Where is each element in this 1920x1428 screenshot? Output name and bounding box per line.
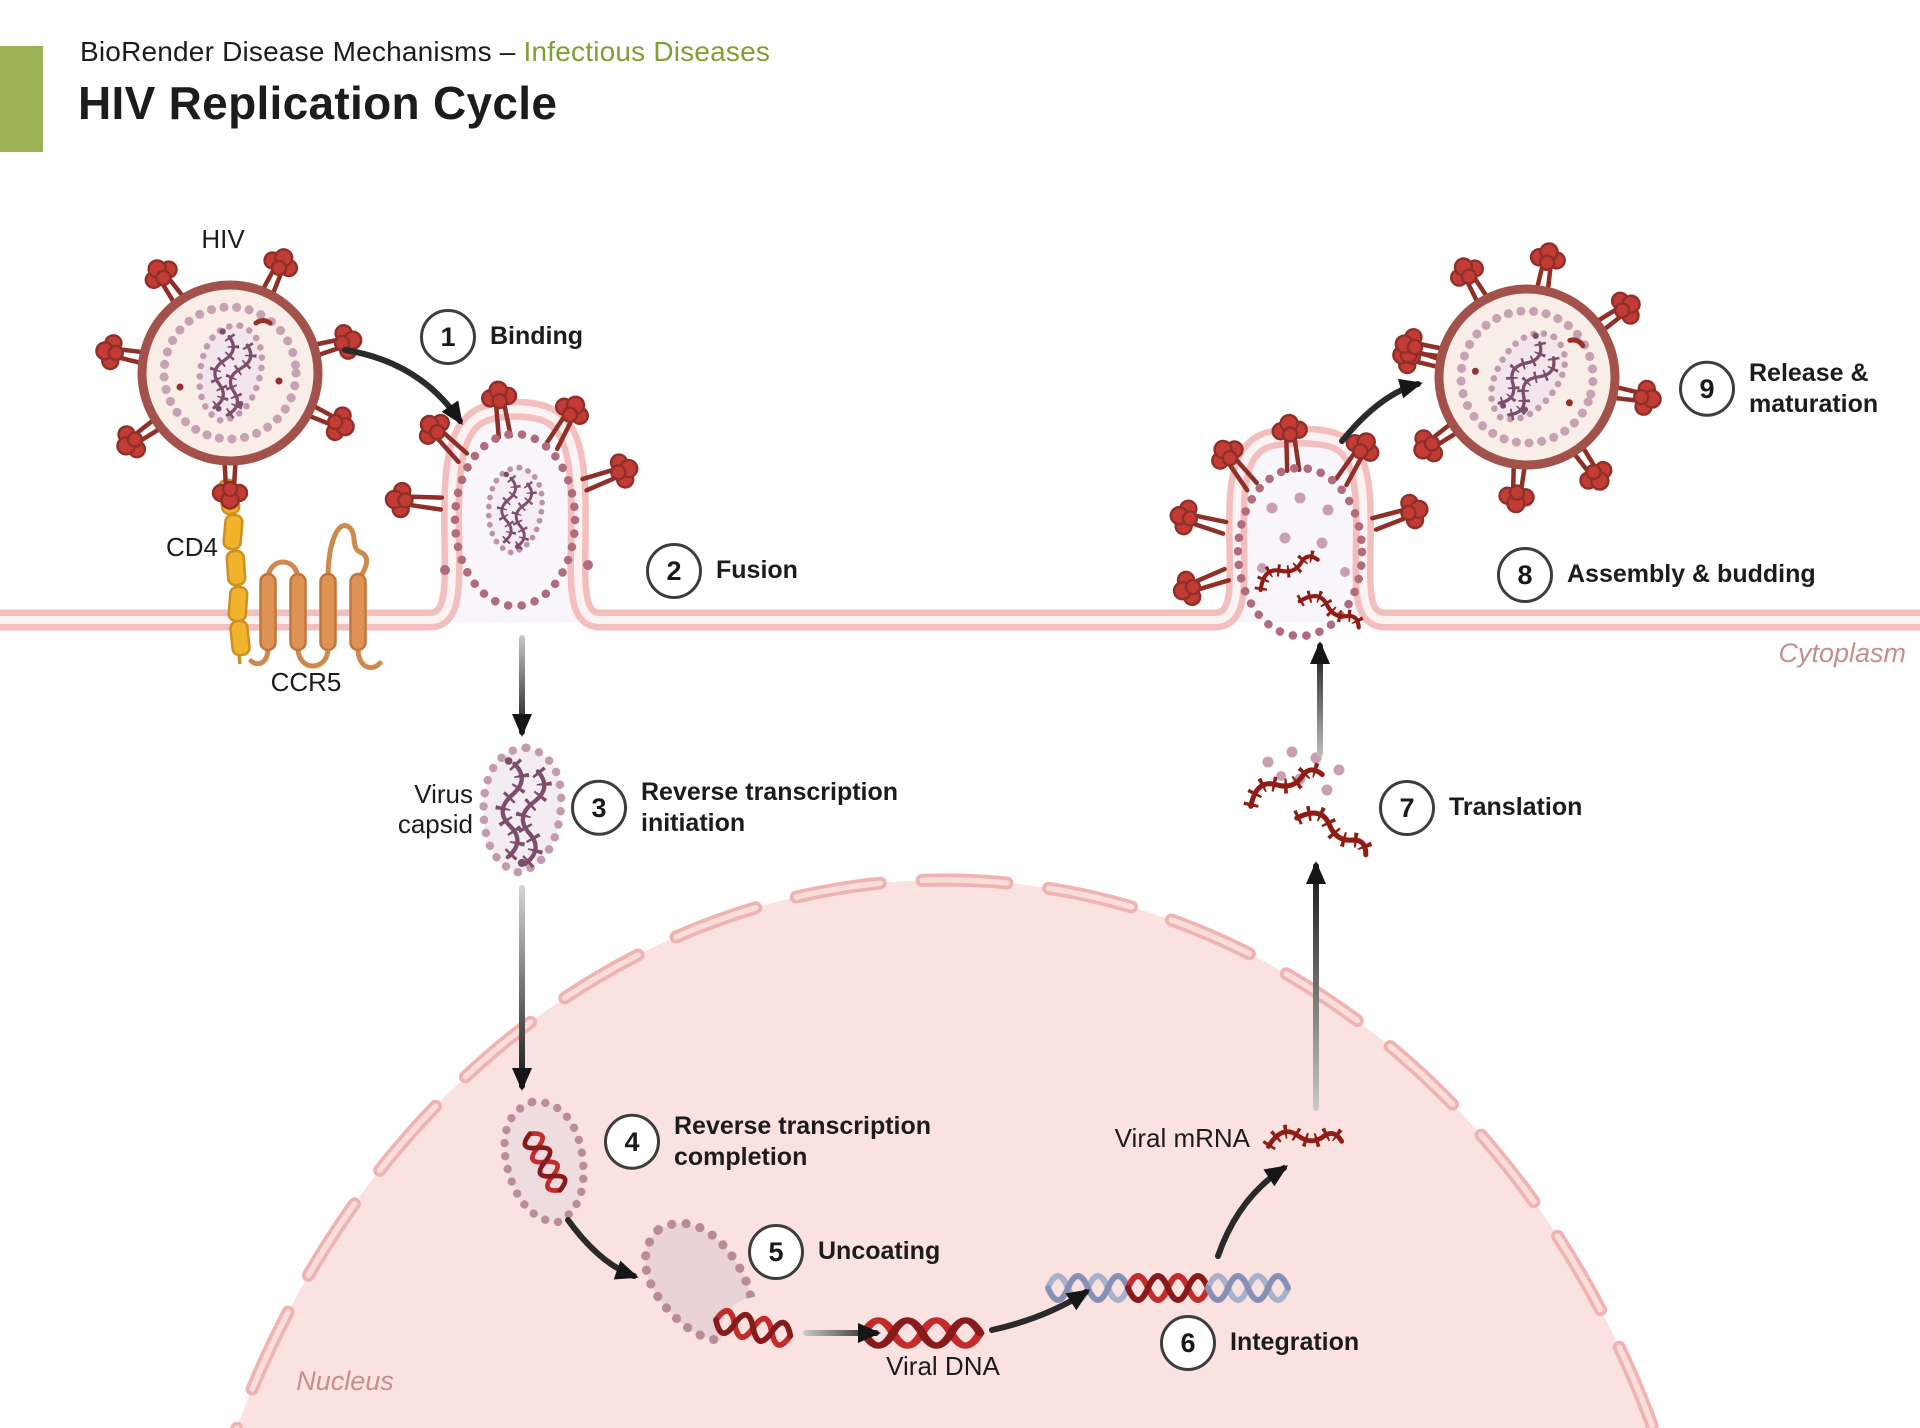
virus-capsid (479, 745, 565, 875)
label-viral-dna: Viral DNA (886, 1351, 1000, 1381)
step-number-9: 9 (1679, 361, 1735, 417)
step-release-maturation: 9 Release & maturation (1679, 358, 1899, 421)
step-integration: 6 Integration (1160, 1315, 1359, 1371)
step-number-7: 7 (1379, 780, 1435, 836)
flow-arrows (342, 347, 1423, 1343)
arrow-release (1339, 378, 1423, 444)
step-label-6: Integration (1230, 1328, 1360, 1357)
label-viral-mrna: Viral mRNA (1114, 1123, 1250, 1153)
step-label-7: Translation (1449, 793, 1583, 822)
step-uncoating: 5 Uncoating (748, 1224, 940, 1280)
arrow-binding (342, 347, 463, 426)
uncoating-capsid (625, 1204, 793, 1369)
step-label-8: Assembly & budding (1567, 560, 1816, 589)
fusing-virion (385, 379, 643, 611)
translation-proteins (1245, 746, 1373, 855)
label-hiv: HIV (201, 224, 245, 254)
step-number-3: 3 (571, 780, 627, 836)
label-nucleus: Nucleus (296, 1366, 394, 1396)
step-number-6: 6 (1160, 1315, 1216, 1371)
step-number-5: 5 (748, 1224, 804, 1280)
step-label-2: Fusion (716, 556, 798, 585)
label-virus-capsid: Virus capsid (397, 779, 473, 839)
label-cd4: CD4 (165, 532, 218, 562)
step-number-8: 8 (1497, 547, 1553, 603)
step-fusion: 2 Fusion (646, 543, 798, 599)
arrow-to-mrna (1215, 1165, 1289, 1259)
step-label-5: Uncoating (818, 1237, 941, 1266)
step-translation: 7 Translation (1379, 780, 1582, 836)
arrow-to-integration (989, 1289, 1091, 1333)
step-number-4: 4 (604, 1114, 660, 1170)
label-cytoplasm: Cytoplasm (1778, 638, 1906, 668)
step-binding: 1 Binding (420, 309, 583, 365)
ccr5-receptor (248, 523, 383, 670)
step-label-1: Binding (490, 322, 584, 351)
kicker: BioRender Disease Mechanisms – Infectiou… (80, 36, 770, 68)
step-number-2: 2 (646, 543, 702, 599)
step-number-1: 1 (420, 309, 476, 365)
brand-color-block (0, 46, 43, 152)
nucleus (230, 873, 1660, 1428)
step-label-9: Release & maturation (1749, 358, 1879, 418)
kicker-highlight: Infectious Diseases (523, 36, 771, 67)
page-title: HIV Replication Cycle (78, 77, 558, 129)
step-label-3: Reverse transcription initiation (641, 777, 899, 837)
step-rt-completion: 4 Reverse transcription completion (604, 1111, 946, 1174)
hiv-virion (94, 243, 366, 508)
label-ccr5: CCR5 (270, 667, 342, 697)
kicker-prefix: BioRender Disease Mechanisms – (80, 36, 524, 67)
step-rt-initiation: 3 Reverse transcription initiation (571, 777, 913, 840)
arrow-rt-to-uncoating (565, 1217, 639, 1280)
step-assembly-budding: 8 Assembly & budding (1497, 547, 1816, 603)
step-label-4: Reverse transcription completion (674, 1111, 932, 1171)
budding-virion (1167, 414, 1433, 641)
released-virion (1391, 241, 1664, 514)
